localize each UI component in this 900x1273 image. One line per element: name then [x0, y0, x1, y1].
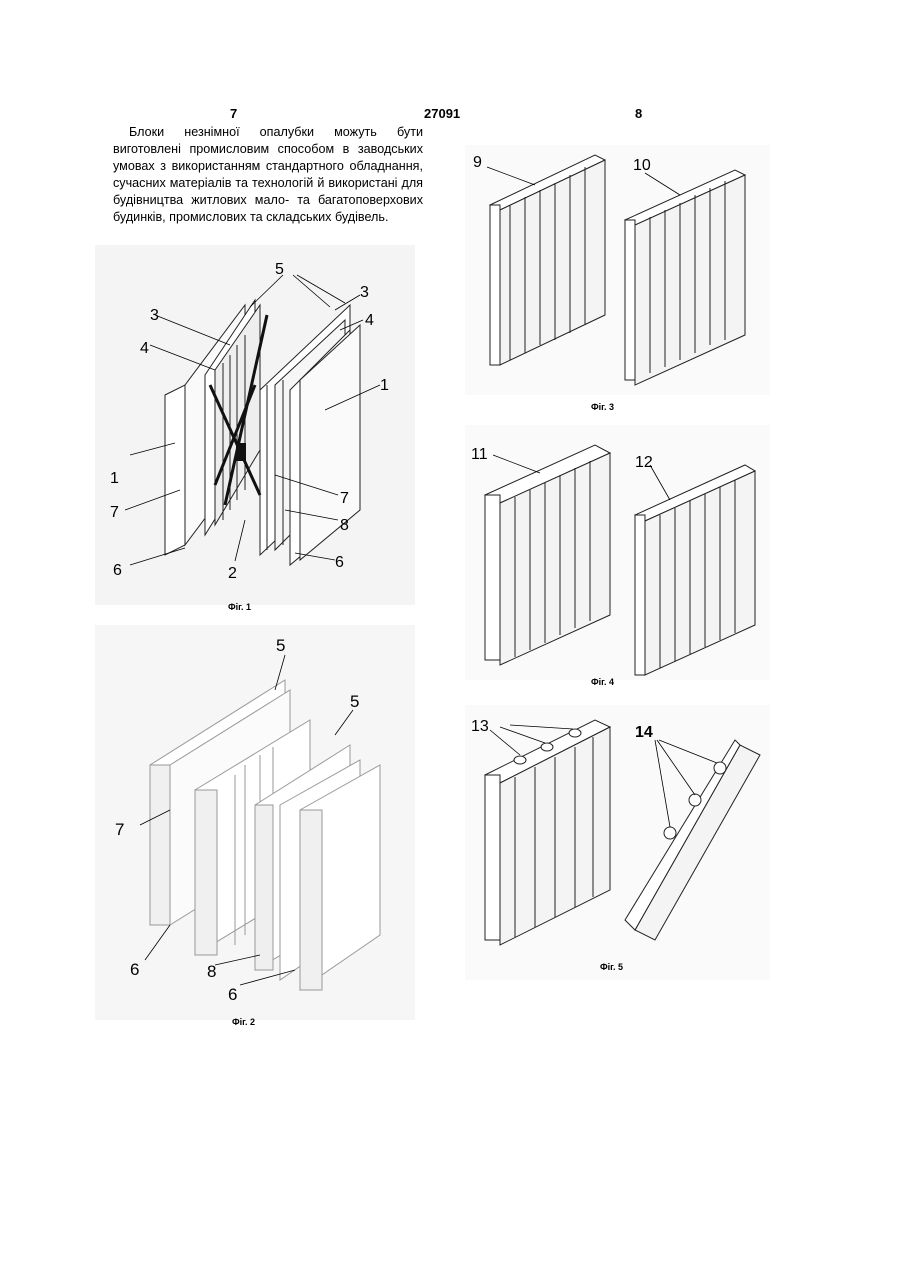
fig1-label-8: 8: [340, 517, 349, 534]
fig5-label-13: 13: [471, 718, 489, 735]
figure-5: 13 14: [465, 705, 770, 980]
fig1-label-4-right: 4: [365, 312, 374, 329]
figure-3-caption: Фіг. 3: [591, 402, 614, 412]
fig4-label-12: 12: [635, 454, 653, 471]
body-paragraph: Блоки незнімної опалубки можуть бути виг…: [113, 124, 423, 226]
figure-1: 5 3 3 4 4 1 1 7 7 8 2 6 6: [95, 245, 415, 605]
fig3-label-10: 10: [633, 157, 651, 174]
figure-2: 5 5 7 6 8 6: [95, 625, 415, 1020]
figure-2-caption: Фіг. 2: [232, 1017, 255, 1027]
figure-1-drawing: 5 3 3 4 4 1 1 7 7 8 2 6 6: [95, 245, 415, 605]
body-text: Блоки незнімної опалубки можуть бути виг…: [113, 125, 423, 224]
figure-5-drawing: 13 14: [465, 705, 770, 980]
fig1-label-7-right: 7: [340, 490, 349, 507]
fig2-label-5-right: 5: [350, 692, 359, 711]
fig4-label-11: 11: [471, 446, 488, 463]
fig3-label-9: 9: [473, 154, 482, 171]
fig1-label-1-left: 1: [110, 470, 119, 487]
fig1-label-6-right: 6: [335, 554, 344, 571]
figure-5-caption: Фіг. 5: [600, 962, 623, 972]
fig2-label-8: 8: [207, 962, 216, 981]
figure-4-caption: Фіг. 4: [591, 677, 614, 687]
figure-1-caption: Фіг. 1: [228, 602, 251, 612]
fig1-label-2: 2: [228, 565, 237, 582]
fig1-label-3-right: 3: [360, 284, 369, 301]
fig2-label-7: 7: [115, 820, 124, 839]
fig1-label-7-left: 7: [110, 504, 119, 521]
left-page-number: 7: [230, 106, 237, 121]
figure-3-drawing: 9 10: [465, 145, 770, 395]
figure-4: 11 12: [465, 425, 770, 680]
fig2-label-6-bottom: 6: [228, 985, 237, 1004]
fig5-label-14: 14: [635, 724, 653, 741]
fig1-label-6-left: 6: [113, 562, 122, 579]
fig2-label-6-left: 6: [130, 960, 139, 979]
figure-2-drawing: 5 5 7 6 8 6: [95, 625, 415, 1020]
fig2-label-5-top: 5: [276, 636, 285, 655]
figure-4-drawing: 11 12: [465, 425, 770, 680]
patent-number: 27091: [424, 106, 460, 121]
right-page-number: 8: [635, 106, 642, 121]
fig1-label-3-left: 3: [150, 307, 159, 324]
figure-3: 9 10: [465, 145, 770, 395]
fig1-label-4-left: 4: [140, 340, 149, 357]
fig1-label-1-right: 1: [380, 377, 389, 394]
fig1-label-5: 5: [275, 261, 284, 278]
